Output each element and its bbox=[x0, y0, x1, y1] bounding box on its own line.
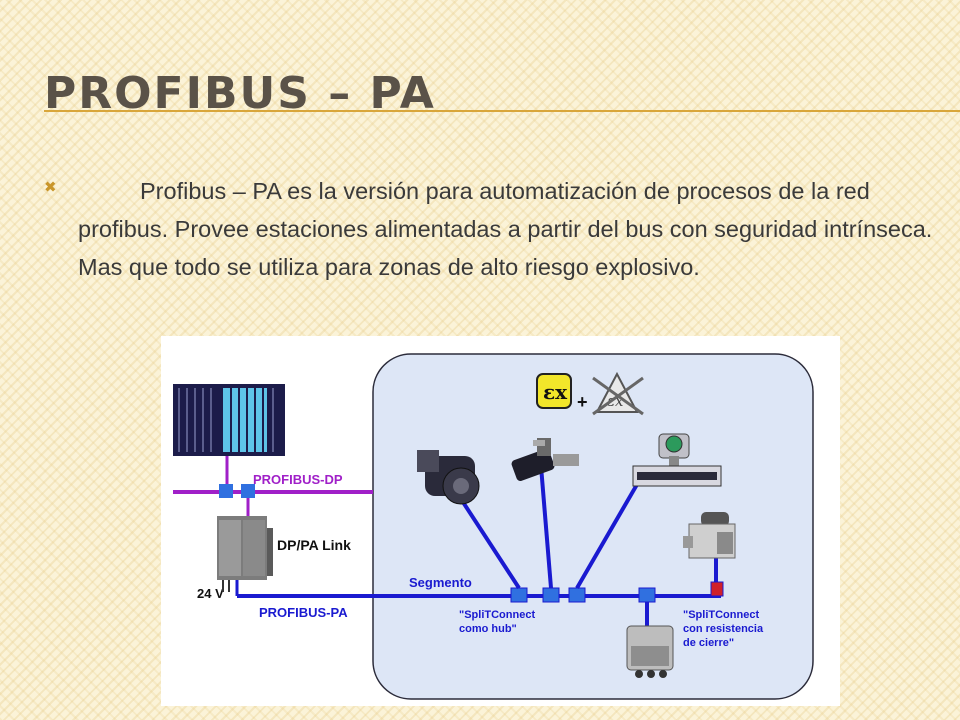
term-label-line2: con resistencia bbox=[683, 623, 764, 635]
plc-rack-icon bbox=[173, 384, 285, 456]
svg-text:"SpliTConnect como hub": "SpliTConnect como hub" bbox=[459, 609, 538, 635]
svg-text:εx: εx bbox=[543, 380, 568, 404]
link-label: DP/PA Link bbox=[277, 537, 351, 553]
title-rule bbox=[44, 110, 960, 112]
term-label-line3: de cierre" bbox=[683, 637, 734, 649]
dp-pa-link-icon bbox=[217, 516, 273, 580]
ex-crossed-icon: εx bbox=[592, 371, 644, 416]
bullet-text: Profibus – PA es la versión para automat… bbox=[78, 178, 933, 280]
pump-icon bbox=[417, 450, 480, 505]
flowmeter-icon bbox=[632, 433, 722, 487]
pa-label: PROFIBUS-PA bbox=[259, 605, 348, 620]
hub-label-line1: "SpliTConnect bbox=[459, 609, 535, 621]
hub-label-line2: como hub" bbox=[459, 623, 517, 635]
svg-text:"SpliTConnect con resist: "SpliTConnect con resistencia de cierre" bbox=[683, 609, 766, 649]
voltage-label: 24 V bbox=[197, 586, 224, 601]
bullet-item: ✖ Profibus – PA es la versión para autom… bbox=[44, 172, 934, 286]
dp-label: PROFIBUS-DP bbox=[253, 472, 343, 487]
valve-icon bbox=[511, 438, 579, 482]
x-mark-icon: ✖ bbox=[44, 179, 57, 196]
plus-label: + bbox=[577, 392, 588, 412]
term-label-line1: "SpliTConnect bbox=[683, 609, 759, 621]
segment-label: Segmento bbox=[409, 575, 472, 590]
junction-box-icon bbox=[626, 625, 674, 678]
segment-area bbox=[372, 353, 814, 700]
ex-symbol-icon: εx bbox=[536, 373, 572, 409]
pressure-transmitter-icon bbox=[683, 512, 736, 559]
profibus-diagram: PROFIBUS-DP DP/PA Link 24 V PROFIBUS-PA … bbox=[161, 336, 840, 706]
